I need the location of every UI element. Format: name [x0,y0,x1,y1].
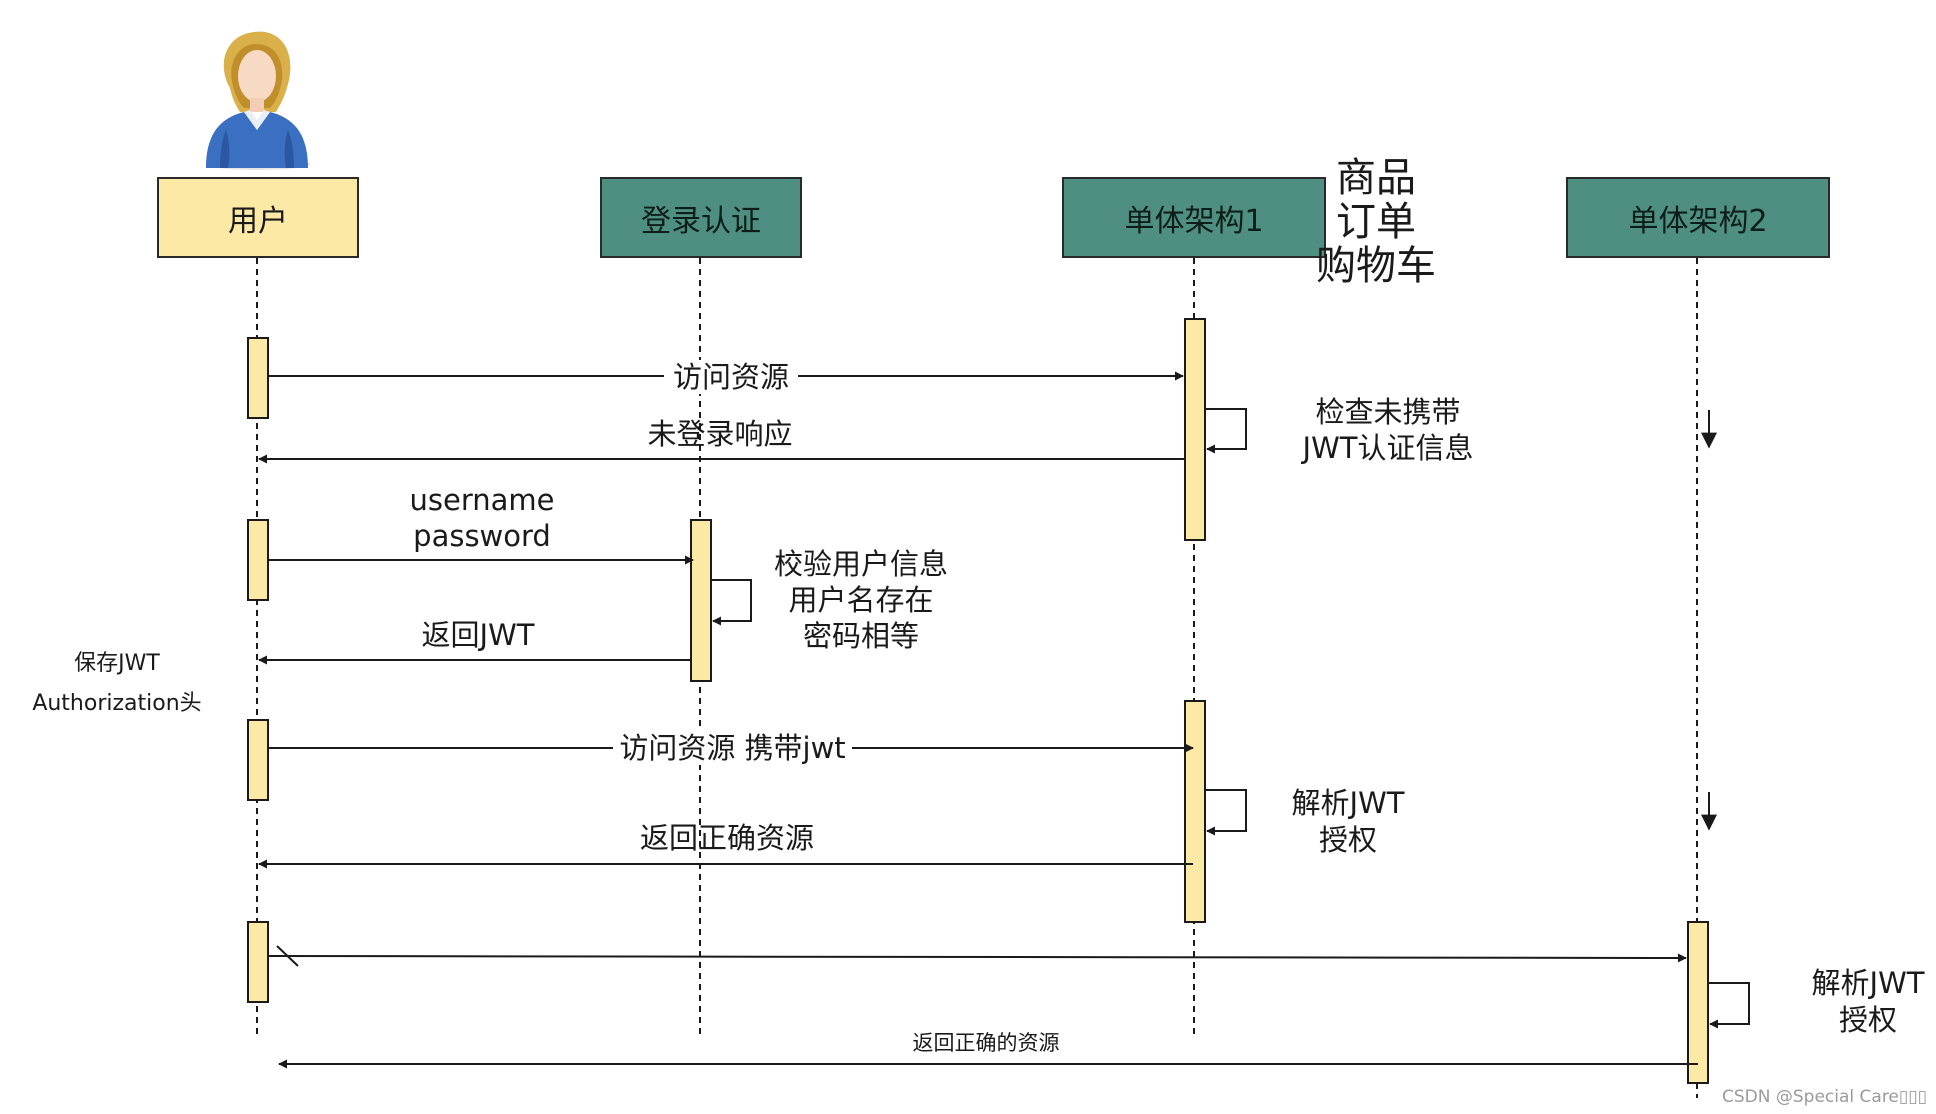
activation-mono1-1 [1184,318,1206,541]
self-note-verify-line-2: 用户名存在 [788,583,934,617]
mono1-note: 商品 订单 购物车 [1316,156,1436,288]
activation-mono2 [1687,921,1709,1084]
message-m1-label: 访问资源 [664,360,798,395]
participant-auth-label: 登录认证 [641,203,761,239]
participant-user-label: 用户 [228,203,288,239]
message-m4-label: 返回JWT [421,618,535,652]
self-call-mono1-1 [1205,408,1247,454]
self-note-parse2-line-2: 授权 [1838,1003,1897,1037]
message-m6-label: 返回正确资源 [639,821,814,855]
user-note: 保存JWT Authorization头 [22,644,212,724]
self-note-verify-line-3: 密码相等 [802,619,919,653]
self-note-verify: 校验用户信息 用户名存在 密码相等 [751,546,971,654]
self-call-auth [711,579,752,626]
activation-auth [690,519,712,682]
self-note-verify-line-1: 校验用户信息 [773,547,948,581]
arrow-m7-slash [276,945,299,967]
self-note-parse1: 解析JWT 授权 [1268,785,1428,859]
activation-mono1-2 [1184,700,1206,923]
mono1-note-line-3: 购物车 [1316,243,1436,289]
participant-mono1: 单体架构1 [1062,177,1326,258]
message-m3-line-1: username [409,483,555,517]
user-note-line-1: 保存JWT [74,651,160,676]
self-note-check-line-2: JWT认证信息 [1302,431,1474,465]
self-note-parse2: 解析JWT 授权 [1788,965,1936,1039]
participant-mono2: 单体架构2 [1566,177,1830,258]
self-note-check-line-1: 检查未携带 [1315,395,1461,429]
mono1-note-line-1: 商品 [1336,155,1416,201]
participant-auth: 登录认证 [600,177,802,258]
mono1-note-line-2: 订单 [1336,199,1416,245]
activation-user-2 [247,519,269,601]
message-m8-label: 返回正确的资源 [912,1031,1060,1055]
watermark: CSDN @Special Care▯▯▯ [1722,1087,1927,1107]
user-note-line-2: Authorization头 [32,691,202,716]
message-m3-line-2: password [413,519,551,553]
participant-mono1-label: 单体架构1 [1124,203,1264,239]
self-call-mono2 [1708,982,1750,1029]
participant-user: 用户 [157,177,359,258]
message-m3-label: username password [392,482,572,554]
arrow-m7 [267,953,1687,963]
self-note-parse1-line-2: 授权 [1318,823,1377,857]
participant-mono2-label: 单体架构2 [1628,203,1768,239]
self-note-parse2-line-1: 解析JWT [1811,966,1925,1000]
activation-user-3 [247,719,269,801]
activation-user-1 [247,337,269,419]
businesswoman-avatar-icon [206,31,310,170]
self-call-mono1-2 [1205,789,1247,836]
message-m5-label: 访问资源 携带jwt [613,731,852,766]
self-note-check: 检查未携带 JWT认证信息 [1278,394,1498,466]
self-note-parse1-line-1: 解析JWT [1291,786,1405,820]
message-m2-label: 未登录响应 [647,417,793,451]
activation-user-4 [247,921,269,1003]
